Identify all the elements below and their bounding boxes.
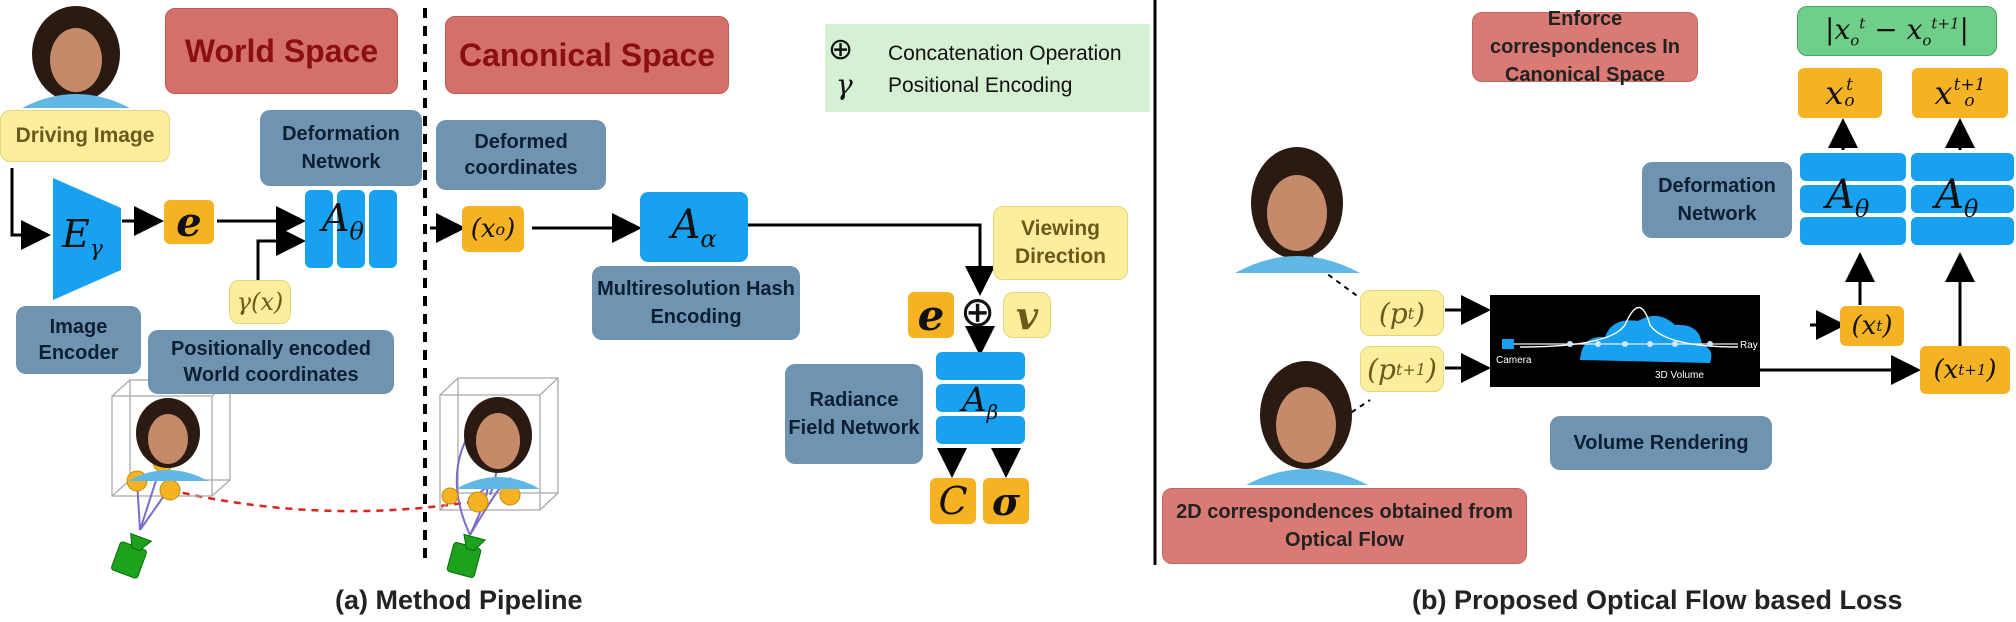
v-view-direction: v <box>1003 292 1051 338</box>
legend-concat-symbol: ⊕ <box>828 33 854 66</box>
camera-icons <box>111 532 487 579</box>
ray-label: Ray <box>1740 340 1758 351</box>
a-beta-bar-1 <box>936 352 1025 380</box>
world-space-label: World Space <box>165 8 398 94</box>
a-beta-symbol: Aβ <box>962 380 999 424</box>
encoder-symbol: Eγ <box>62 212 103 262</box>
a-theta-bar-3 <box>369 190 397 268</box>
color-output: C <box>930 478 976 524</box>
caption-right: (b) Proposed Optical Flow based Loss <box>1412 585 1903 615</box>
deformed-coords-label: Deformed coordinates <box>436 120 606 190</box>
legend-concat-label: Concatenation Operation <box>888 42 1122 65</box>
volume-render-panel <box>1490 295 1760 387</box>
radiance-field-label: Radiance Field Network <box>785 364 923 464</box>
a-theta-1-bar-3 <box>1800 217 1906 245</box>
a-alpha-block: Aα <box>640 192 748 262</box>
loss-formula: |xot − xot+1| <box>1797 6 1997 56</box>
enforce-correspondences-label: Enforce correspondences In Canonical Spa… <box>1472 8 1698 86</box>
concat-operator: ⊕ <box>960 288 996 335</box>
a-theta-2-bar-2 <box>1911 185 2014 213</box>
image-encoder-label: Image Encoder <box>16 306 141 374</box>
image-encoder-block <box>53 178 121 300</box>
a-theta-2-symbol: Aθ <box>1935 172 1979 223</box>
frame-t1-face <box>1246 361 1368 485</box>
a-theta-1-bar-1 <box>1800 153 1906 181</box>
a-theta-1-bar-2 <box>1800 185 1906 213</box>
a-theta-bar-2 <box>337 190 365 268</box>
canonical-space-face <box>456 397 540 489</box>
e-latent-code-2: e <box>908 291 954 340</box>
legend-gamma-label: Positional Encoding <box>888 74 1073 97</box>
a-theta-2-bar-1 <box>1911 153 2014 181</box>
hash-encoding-label: Multiresolution Hash Encoding <box>592 266 800 340</box>
camera-label: Camera <box>1496 355 1532 366</box>
correspondences-label: 2D correspondences obtained from Optical… <box>1162 488 1527 564</box>
e-latent-code: e <box>164 199 214 246</box>
a-theta-bar-1 <box>305 190 333 268</box>
volume-render-graphic <box>1502 306 1739 363</box>
deformation-network-label-right: Deformation Network <box>1642 162 1792 238</box>
gamma-x-label: γ(x) <box>229 280 291 324</box>
volume-rendering-label: Volume Rendering <box>1550 416 1772 470</box>
driving-image-label: Driving Image <box>0 110 170 162</box>
density-output: σ <box>983 478 1029 524</box>
deformation-network-label: Deformation Network <box>260 110 422 186</box>
3d-volume-label: 3D Volume <box>1655 370 1704 381</box>
legend-gamma-symbol: γ <box>836 68 853 101</box>
legend-box <box>825 24 1150 112</box>
a-theta-symbol: Aθ <box>322 196 364 246</box>
viewing-direction-label: Viewing Direction <box>993 206 1128 280</box>
canonical-space-label: Canonical Space <box>445 16 729 94</box>
frame-t-face <box>1235 147 1360 273</box>
a-theta-2-bar-3 <box>1911 217 2014 245</box>
a-theta-1-symbol: Aθ <box>1826 172 1870 223</box>
a-beta-bar-2 <box>936 384 1025 412</box>
positionally-encoded-label: Positionally encoded World coordinates <box>148 330 394 394</box>
caption-left: (a) Method Pipeline <box>335 585 583 615</box>
driving-image-face <box>12 2 140 108</box>
a-beta-bar-3 <box>936 416 1025 444</box>
world-space-face <box>128 398 208 481</box>
